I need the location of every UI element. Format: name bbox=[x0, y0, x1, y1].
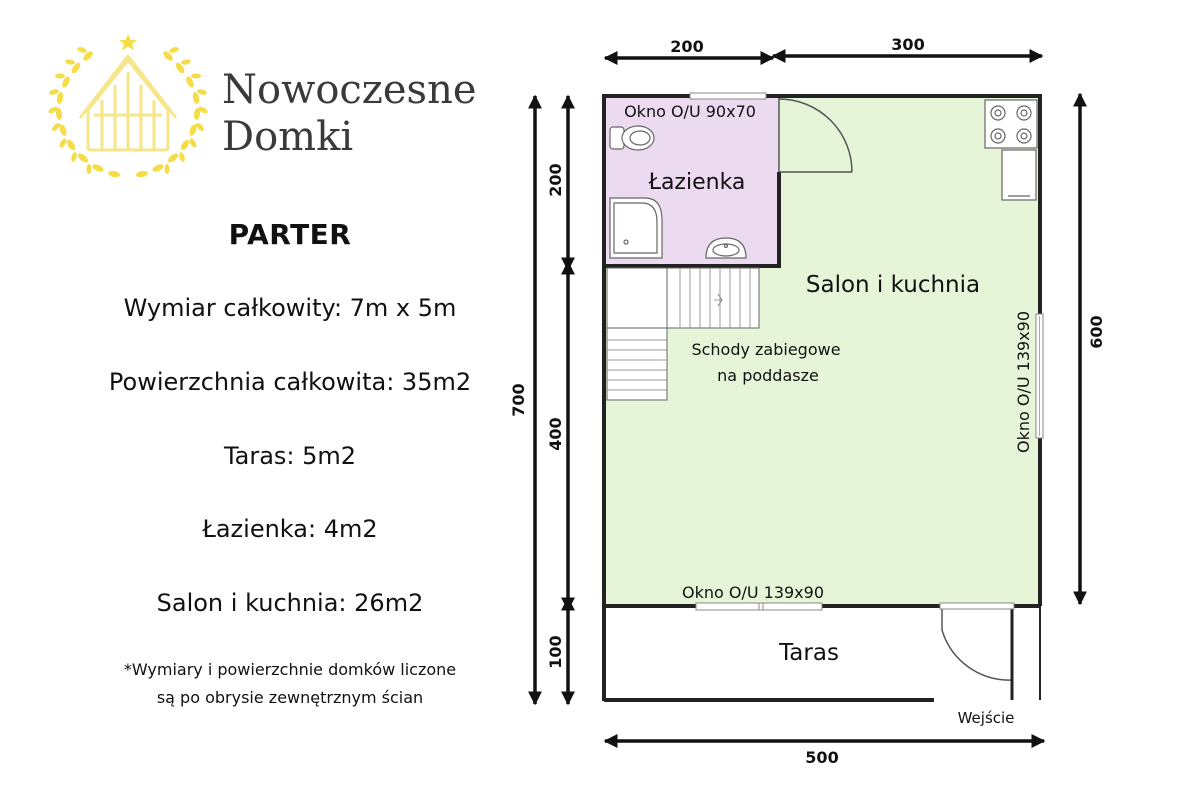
dim-top-right: 300 bbox=[891, 35, 924, 54]
measurement-note-line2: są po obrysie zewnętrznym ścian bbox=[156, 688, 424, 707]
dim-right: 600 bbox=[1087, 315, 1106, 348]
dimension-lines bbox=[528, 49, 1087, 748]
entrance-door bbox=[939, 602, 1015, 700]
dim-bottom: 500 bbox=[805, 748, 838, 767]
total-area-text: Powierzchnia całkowita: 35m2 bbox=[108, 368, 472, 396]
dim-left-total: 700 bbox=[509, 383, 528, 416]
living-area-text: Salon i kuchnia: 26m2 bbox=[156, 589, 424, 617]
toilet-icon bbox=[609, 125, 655, 151]
shower-icon bbox=[609, 197, 663, 259]
bathroom-label: Łazienka bbox=[648, 170, 746, 195]
terrace-area bbox=[605, 606, 1040, 700]
total-dimensions-text: Wymiar całkowity: 7m x 5m bbox=[123, 294, 457, 322]
terrace-label: Taras bbox=[778, 640, 839, 666]
fridge-icon bbox=[1001, 149, 1037, 201]
sink-icon bbox=[705, 237, 747, 259]
bathroom-window-label: Okno O/U 90x70 bbox=[624, 102, 756, 121]
brand-name-line2: Domki bbox=[222, 114, 354, 160]
dim-top-left: 200 bbox=[670, 37, 703, 56]
stove-icon bbox=[984, 99, 1038, 149]
floor-title: PARTER bbox=[228, 218, 352, 251]
front-window bbox=[695, 602, 823, 611]
bathroom-area-text: Łazienka: 4m2 bbox=[202, 515, 378, 543]
logo bbox=[48, 30, 208, 190]
dim-left-lower: 100 bbox=[546, 635, 565, 668]
side-window bbox=[1035, 313, 1044, 439]
dim-left-upper: 200 bbox=[546, 163, 565, 196]
terrace-area-text: Taras: 5m2 bbox=[223, 442, 357, 470]
brand-name-line1: Nowoczesne bbox=[222, 67, 477, 113]
measurement-note-line1: *Wymiary i powierzchnie domków liczone bbox=[123, 660, 457, 679]
stairs-label-line1: Schody zabiegowe bbox=[691, 340, 840, 359]
entrance-label: Wejście bbox=[958, 709, 1015, 727]
living-room-label: Salon i kuchnia bbox=[806, 272, 980, 298]
bathroom-window bbox=[689, 92, 767, 100]
stairs-label-line2: na poddasze bbox=[717, 366, 819, 385]
dim-left-middle: 400 bbox=[546, 417, 565, 450]
logo-wreath-icon bbox=[48, 34, 208, 178]
front-window-label: Okno O/U 139x90 bbox=[682, 583, 824, 602]
stairs-icon bbox=[606, 267, 760, 401]
side-window-label: Okno O/U 139x90 bbox=[1014, 311, 1033, 453]
bathroom-door bbox=[778, 98, 853, 173]
